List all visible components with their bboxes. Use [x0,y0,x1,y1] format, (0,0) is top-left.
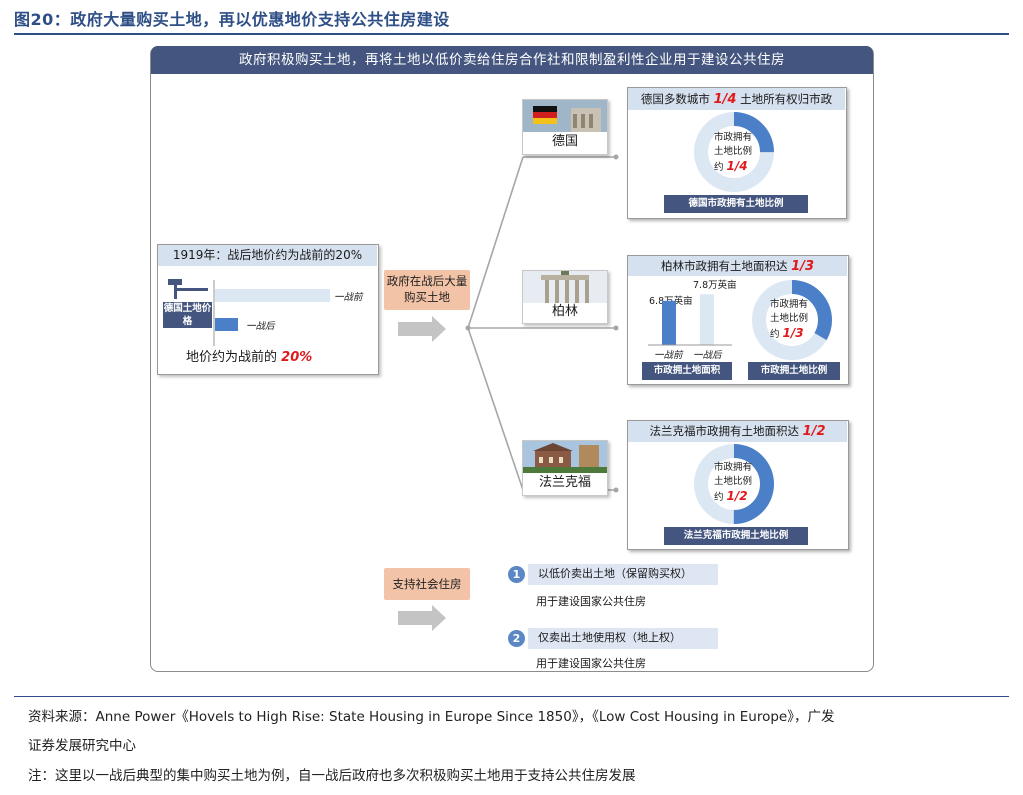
donut-frankfurt-label: 市政拥有 土地比例 约 1/2 [714,461,764,505]
donut-berlin-label: 市政拥有 土地比例 约 1/3 [770,298,820,342]
donut-frankfurt [694,444,774,524]
land-price-label: 德国土地价格 [163,302,212,328]
panel-frankfurt-title-value: 1/2 [802,424,826,439]
berlin-gate-image [523,271,607,303]
bar-berlin-prewar [662,300,676,345]
donut-germany-line1: 市政拥有 [714,132,753,143]
donut-berlin-value: 1/3 [782,326,804,340]
bar-land-price-postwar [215,318,238,331]
summary-text: 地价约为战前的 [186,350,278,365]
donut-germany-line3: 约 [714,162,724,173]
source-line-1: 资料来源：Anne Power《Hovels to High Rise: Sta… [28,709,835,725]
bar-label-prewar: 一战前 [334,292,363,303]
bar-berlin-postwar [700,294,714,345]
step-1-sub: 用于建设国家公共住房 [536,595,646,608]
panel-frankfurt-footer: 法兰克福市政拥土地比例 [664,527,808,545]
bar-land-price-prewar [215,289,330,302]
panel-germany-title-a: 德国多数城市 [640,92,710,106]
panel-berlin-title-a: 柏林市政拥有土地面积达 [661,259,788,273]
step-number-1: 1 [508,566,525,583]
branch-line-frankfurt [467,327,524,491]
frankfurt-building-image [523,441,607,473]
berlin-bar-chart [648,294,732,346]
land-price-bars [213,280,330,346]
berlin-bar-name-prewar: 一战前 [654,350,683,361]
donut-germany-value: 1/4 [726,159,748,173]
panel-berlin-title: 柏林市政拥有土地面积达 1/3 [628,256,847,276]
donut-frankfurt-line2: 土地比例 [714,476,753,487]
caption-germany: 德国 [551,134,578,149]
donut-frankfurt-share [694,444,774,524]
title-rule [14,33,1009,35]
panel-berlin-footer: 市政拥土地比例 [748,362,840,380]
panel-germany-title: 德国多数城市 1/4 土地所有权归市政 [628,88,845,110]
summary-value: 20% [281,350,313,365]
diagram-banner: 政府积极购买土地，再将土地以低价卖给住房合作社和限制盈利性企业用于建设公共住房 [151,46,873,74]
gavel-icon [168,279,208,299]
step-2-text: 仅卖出土地使用权（地上权） [528,628,718,649]
donut-frankfurt-line3: 约 [714,492,724,503]
branch-line-germany [467,156,524,329]
panel-berlin-title-value: 1/3 [791,259,814,274]
step-1-text: 以低价卖出土地（保留购买权） [528,564,718,585]
arrow-purchase [398,316,446,342]
donut-frankfurt-value: 1/2 [726,489,748,503]
donut-berlin-share [752,280,832,360]
berlin-bar-name-postwar: 一战后 [693,350,722,361]
berlin-bar-footer: 市政拥土地面积 [642,362,732,380]
panel-germany-footer: 德国市政拥有土地比例 [664,195,808,213]
connector-lines [398,154,619,631]
donut-germany-label: 市政拥有 土地比例 约 1/4 [714,131,764,175]
donut-berlin-line1: 市政拥有 [770,299,809,310]
donut-berlin [752,280,832,360]
donut-germany-line2: 土地比例 [714,146,753,157]
step-number-2: 2 [508,630,525,647]
tag-support-social-housing: 支持社会住房 [384,568,470,600]
donut-frankfurt-line1: 市政拥有 [714,462,753,473]
photo-frankfurt: 法兰克福 [522,440,608,496]
photo-germany: 德国 [522,99,608,155]
footer-rule [14,696,1009,697]
step-2-sub: 用于建设国家公共住房 [536,657,646,670]
arrow-support [398,605,446,631]
land-price-summary: 地价约为战前的 20% [186,346,312,365]
source-line-2: 证券发展研究中心 [28,738,136,754]
photo-berlin: 柏林 [522,270,608,324]
caption-frankfurt: 法兰克福 [538,475,591,490]
panel-germany-title-value: 1/4 [713,92,737,107]
land-price-header: 1919年：战后地价约为战前的20% [158,245,377,266]
germany-flag-image [523,100,607,132]
bar-label-postwar: 一战后 [246,321,275,332]
panel-germany-title-b: 土地所有权归市政 [740,92,833,106]
donut-berlin-line3: 约 [770,329,780,340]
caption-berlin: 柏林 [551,304,578,319]
figure-title: 图20：政府大量购买土地，再以优惠地价支持公共住房建设 [14,10,450,29]
berlin-bar-label-postwar: 7.8万英亩 [693,280,737,291]
panel-frankfurt-title: 法兰克福市政拥有土地面积达 1/2 [628,421,847,442]
panel-frankfurt-title-a: 法兰克福市政拥有土地面积达 [649,424,800,438]
tag-government-purchase: 政府在战后大量购买土地 [384,270,470,310]
note-line: 注：这里以一战后典型的集中购买土地为例，自一战后政府也多次积极购买土地用于支持公… [28,768,636,784]
donut-berlin-line2: 土地比例 [770,313,809,324]
donut-germany-share [694,112,774,192]
donut-germany [694,112,774,192]
